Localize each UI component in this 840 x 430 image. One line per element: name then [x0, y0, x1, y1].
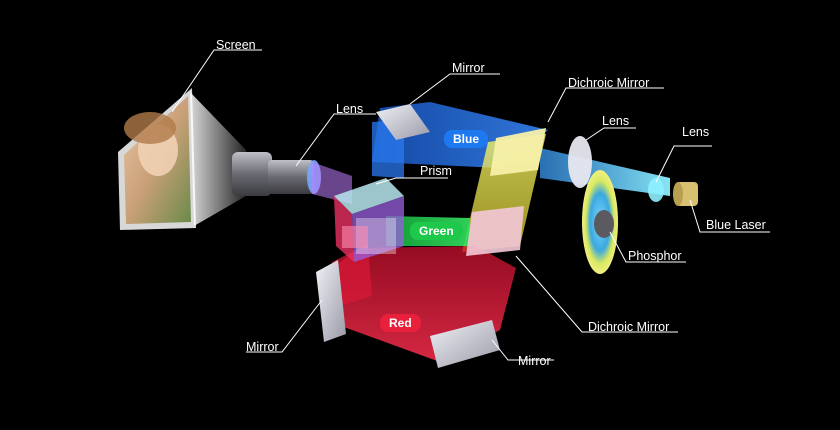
- dichroic-mirror-top: [490, 128, 546, 176]
- prism: [334, 178, 404, 262]
- label-blue-laser: Blue Laser: [706, 218, 766, 232]
- leader-mirror-bottom-left: [246, 299, 323, 353]
- leader-screen: [171, 49, 262, 113]
- label-prism: Prism: [420, 164, 452, 178]
- dichroic-mirror-bottom: [466, 206, 524, 256]
- leader-prism: [375, 177, 448, 185]
- mirror-bottom-right: [430, 320, 500, 368]
- leader-lens-middle: [585, 127, 636, 141]
- label-dichroic-mirror-bottom: Dichroic Mirror: [588, 320, 670, 334]
- leader-dichroic-bottom: [515, 255, 678, 333]
- projection-lens: [232, 152, 321, 196]
- leader-phosphor: [609, 231, 686, 263]
- label-dichroic-mirror-top: Dichroic Mirror: [568, 76, 650, 90]
- label-phosphor: Phosphor: [628, 249, 682, 263]
- label-screen: Screen: [216, 38, 256, 52]
- label-mirror-top: Mirror: [452, 61, 485, 75]
- blue-band-label: Blue: [444, 130, 489, 148]
- red-light-left-arm: [332, 244, 372, 306]
- projection-light-cone: [190, 92, 246, 226]
- label-lens-middle: Lens: [602, 114, 630, 128]
- leader-lens-right: [655, 145, 712, 183]
- lens-right: [648, 178, 664, 202]
- blue-laser: [673, 182, 698, 206]
- leader-lines: [171, 49, 770, 361]
- leader-dichroic-top: [547, 87, 664, 123]
- mirror-top: [376, 104, 430, 140]
- label-lens-projection: Lens: [336, 102, 364, 116]
- label-mirror-bottom-right: Mirror: [518, 354, 551, 368]
- leader-mirror-top: [409, 73, 500, 105]
- leader-mirror-bottom-right: [491, 339, 554, 361]
- label-mirror-bottom-left: Mirror: [246, 340, 279, 354]
- phosphor-wheel: [582, 170, 618, 274]
- green-band-label: Green: [410, 222, 463, 240]
- leader-blue-laser: [689, 199, 770, 233]
- screen: [118, 88, 196, 230]
- red-band-label: Red: [380, 314, 421, 332]
- leader-lens-projection: [295, 113, 376, 167]
- mirror-bottom-left: [316, 260, 346, 342]
- lens-middle: [568, 136, 592, 188]
- label-lens-right: Lens: [682, 125, 710, 139]
